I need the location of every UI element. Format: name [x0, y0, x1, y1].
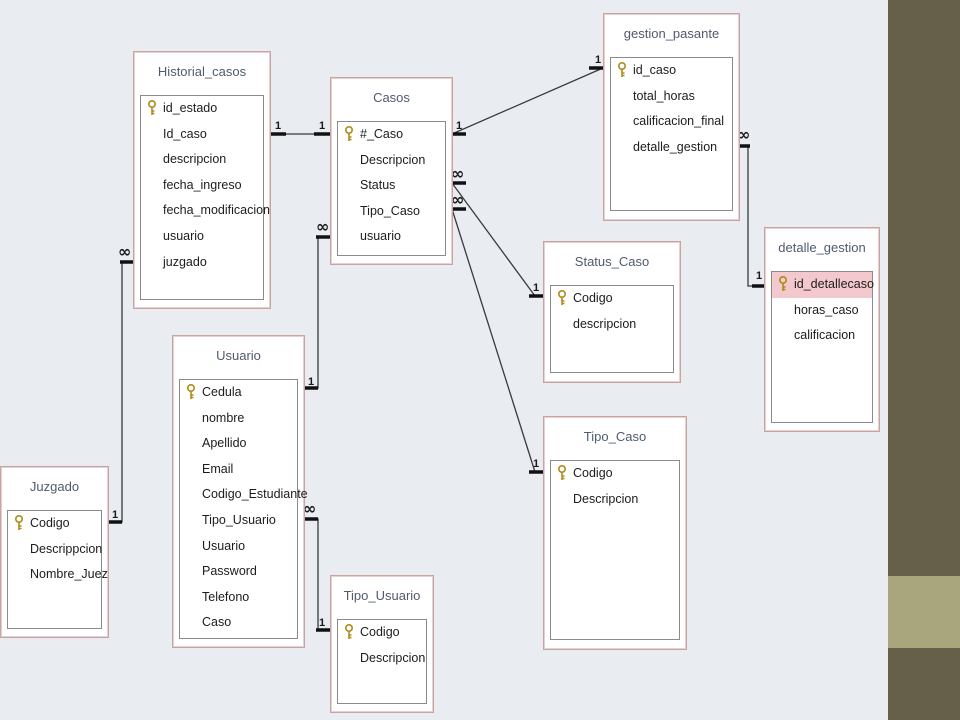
table-detalle-gestion[interactable]: detalle_gestion id_detallecaso horas_cas…	[764, 227, 880, 432]
field-row[interactable]: Telefono	[202, 589, 250, 604]
card-usuario-tipousuario-from: ∞	[303, 499, 316, 518]
field-list: id_detallecaso horas_caso calificacion	[771, 271, 874, 423]
line-historial-juzgado	[108, 261, 133, 523]
field-row[interactable]: Status	[360, 178, 396, 193]
field-row[interactable]: #_Caso	[338, 122, 445, 148]
key-icon	[779, 276, 787, 291]
table-gestion-pasante[interactable]: gestion_pasante id_caso total_horas cali…	[603, 13, 740, 221]
card-casos-tipocaso-from: ∞	[451, 190, 464, 209]
card-casos-usuario-from: ∞	[316, 217, 329, 236]
card-gestion-detalle-from: ∞	[737, 125, 750, 144]
field-row[interactable]: Tipo_Caso	[360, 203, 420, 218]
field-list: Codigo Descripcion	[550, 460, 680, 640]
table-title: Tipo_Caso	[583, 429, 647, 444]
table-casos[interactable]: Casos #_Caso Descripcion Status Tipo_Cas…	[330, 77, 453, 265]
field-list: id_caso total_horas calificacion_final d…	[610, 57, 733, 211]
field-row[interactable]: Codigo	[8, 511, 101, 537]
table-title: detalle_gestion	[778, 240, 866, 255]
field-row[interactable]: total_horas	[633, 88, 695, 103]
table-title: Historial_casos	[157, 64, 247, 79]
field-row[interactable]: Apellido	[202, 436, 247, 451]
table-tipo-caso[interactable]: Tipo_Caso Codigo Descripcion	[543, 416, 687, 650]
field-list: #_Caso Descripcion Status Tipo_Caso usua…	[337, 121, 446, 256]
field-row[interactable]: usuario	[163, 228, 204, 243]
line-casos-usuario	[304, 236, 330, 389]
slide-side-bar	[888, 0, 960, 720]
card-gestion-detalle-to: 1	[756, 270, 762, 282]
field-list: Codigo descripcion	[550, 285, 674, 373]
field-row[interactable]: Descripcion	[573, 491, 639, 506]
card-historial-casos-from: 1	[275, 120, 281, 132]
line-casos-status	[451, 182, 536, 297]
table-tipo-usuario[interactable]: Tipo_Usuario Codigo Descripcion	[330, 575, 434, 713]
field-row[interactable]: usuario	[360, 229, 401, 244]
card-historial-juzgado-to: 1	[112, 509, 118, 521]
table-title: Juzgado	[29, 479, 80, 494]
field-row[interactable]: Id_caso	[163, 126, 207, 141]
field-row[interactable]: Tipo_Usuario	[202, 512, 276, 527]
field-row[interactable]: descripcion	[163, 152, 227, 167]
field-row[interactable]: descripcion	[573, 316, 637, 331]
field-row[interactable]: Descripcion	[360, 650, 426, 665]
field-row[interactable]: id_detallecaso	[772, 272, 874, 298]
line-casos-tipocaso	[451, 208, 536, 473]
field-row[interactable]: nombre	[202, 410, 245, 425]
card-casos-status-to: 1	[533, 282, 539, 294]
key-icon	[345, 624, 353, 639]
field-row[interactable]: Codigo	[338, 620, 426, 646]
field-row[interactable]: Usuario	[202, 538, 246, 553]
card-casos-gestion-from: 1	[456, 120, 462, 132]
field-row[interactable]: Password	[202, 564, 257, 579]
field-row[interactable]: Descripcion	[360, 152, 426, 167]
field-row[interactable]: horas_caso	[794, 302, 859, 317]
field-row[interactable]: Email	[202, 461, 234, 476]
key-icon	[618, 62, 626, 77]
card-casos-status-from: ∞	[451, 164, 464, 183]
card-casos-usuario-to: 1	[308, 376, 314, 388]
line-casos-gestion	[451, 67, 604, 135]
table-juzgado[interactable]: Juzgado Codigo Descrippcion Nombre_Juez	[0, 466, 109, 638]
field-row[interactable]: Codigo	[551, 461, 679, 487]
field-row[interactable]: Codigo	[551, 286, 673, 312]
relationship-diagram-canvas: 1 1 1 1 ∞ 1 ∞ 1 ∞ 1 ∞ 1 ∞ 1 ∞ 1 Historia…	[0, 13, 880, 713]
table-title: Status_Caso	[574, 254, 650, 269]
line-usuario-tipousuario	[304, 518, 330, 631]
field-row[interactable]: detalle_gestion	[633, 139, 718, 154]
field-row[interactable]: id_estado	[141, 96, 263, 122]
table-title: Tipo_Usuario	[343, 588, 421, 603]
field-row[interactable]: Nombre_Juez	[30, 567, 108, 582]
field-list: Codigo Descripcion	[337, 619, 427, 704]
card-usuario-tipousuario-to: 1	[319, 617, 325, 629]
table-title: Usuario	[216, 348, 261, 363]
field-row[interactable]: juzgado	[163, 254, 207, 269]
key-icon	[148, 100, 156, 115]
field-row[interactable]: Cedula	[180, 380, 297, 406]
field-row[interactable]: id_caso	[611, 58, 732, 84]
field-list: Cedula nombre Apellido Email Codigo_Estu…	[179, 379, 308, 639]
card-historial-casos-to: 1	[319, 120, 325, 132]
field-row[interactable]: fecha_modificacion	[163, 203, 271, 218]
slide-side-band	[888, 576, 960, 648]
key-icon	[187, 384, 195, 399]
field-row[interactable]: calificacion_final	[633, 114, 725, 129]
field-row[interactable]: Descrippcion	[30, 541, 103, 556]
table-title: gestion_pasante	[623, 26, 720, 41]
field-row[interactable]: Codigo_Estudiante	[202, 487, 308, 502]
card-historial-juzgado-from: ∞	[118, 242, 131, 261]
table-usuario[interactable]: Usuario Cedula nombre Apellido Email Cod…	[172, 335, 308, 648]
field-list: Codigo Descrippcion Nombre_Juez	[7, 510, 108, 629]
key-icon	[558, 465, 566, 480]
table-historial-casos[interactable]: Historial_casos id_estado Id_caso descri…	[133, 51, 271, 309]
card-casos-gestion-to: 1	[595, 54, 601, 66]
field-row[interactable]: calificacion	[794, 328, 856, 343]
key-icon	[558, 290, 566, 305]
table-status-caso[interactable]: Status_Caso Codigo descripcion	[543, 241, 681, 383]
key-icon	[345, 126, 353, 141]
card-casos-tipocaso-to: 1	[533, 458, 539, 470]
field-list: id_estado Id_caso descripcion fecha_ingr…	[140, 95, 271, 300]
field-row[interactable]: fecha_ingreso	[163, 177, 242, 192]
key-icon	[15, 515, 23, 530]
table-title: Casos	[373, 90, 410, 105]
field-row[interactable]: Caso	[202, 615, 232, 630]
